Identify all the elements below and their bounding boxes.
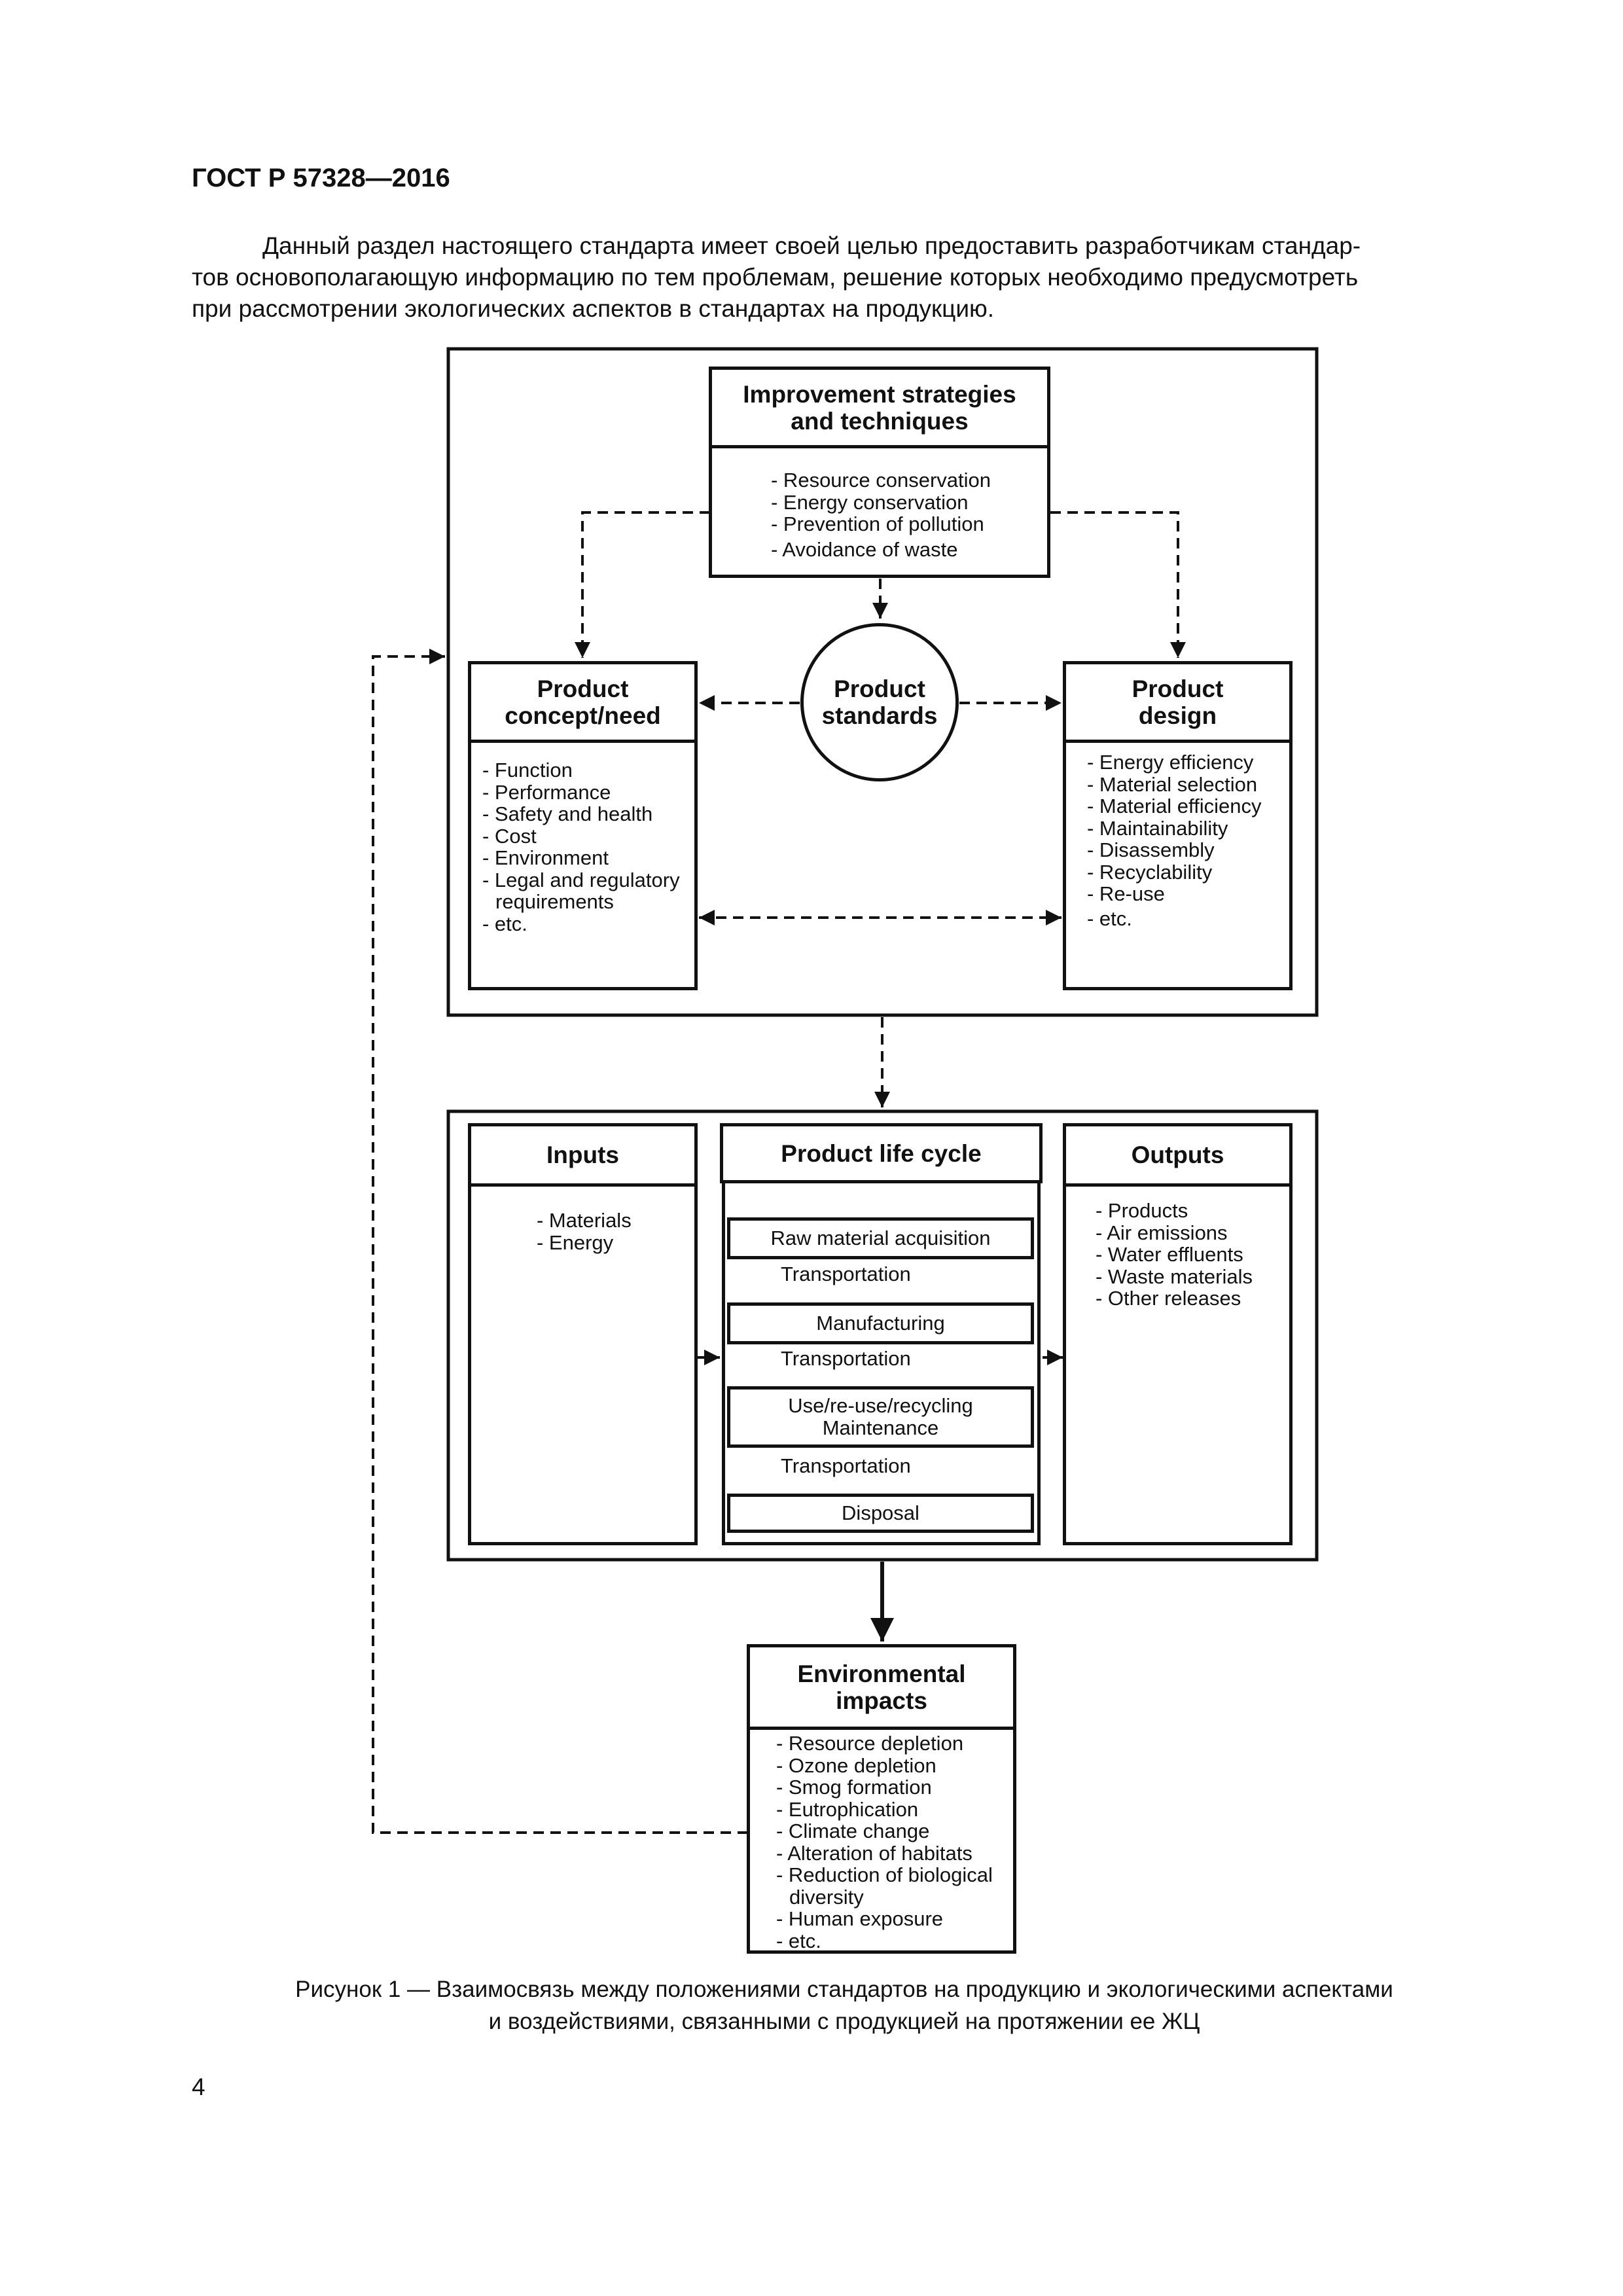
improvement-strategies-box: Improvement strategies and techniques - … xyxy=(709,367,1050,578)
outputs-list: - Products - Air emissions - Water efflu… xyxy=(1096,1200,1253,1310)
lifecycle-step-manufacturing: Manufacturing xyxy=(727,1302,1034,1344)
arrow-improvement-to-concept xyxy=(575,511,710,658)
design-title: Product design xyxy=(1066,664,1289,743)
intro-paragraph: Данный раздел настоящего стандарта имеет… xyxy=(192,230,1497,325)
feedback-loop-arrow xyxy=(372,649,748,1834)
improvement-title: Improvement strategies and techniques xyxy=(712,370,1047,448)
list-item: - Air emissions xyxy=(1096,1221,1228,1244)
arrow-improvement-to-design xyxy=(1050,511,1186,658)
caption-line: Рисунок 1 — Взаимосвязь между положениям… xyxy=(295,1977,1393,2002)
list-item: - Waste materials xyxy=(1096,1265,1253,1288)
lifecycle-title: Product life cycle xyxy=(781,1139,982,1167)
list-item: - Recyclability xyxy=(1087,860,1213,884)
intro-line: при рассмотрении экологических аспектов … xyxy=(192,295,995,322)
list-item: - Cost xyxy=(482,824,537,848)
impacts-list: - Resource depletion - Ozone depletion -… xyxy=(776,1732,1012,1952)
transportation-label: Transportation xyxy=(781,1263,911,1285)
list-item: - Reduction of biological diversity xyxy=(776,1863,993,1909)
list-item: - Ozone depletion xyxy=(776,1753,936,1777)
caption-line: и воздействиями, связанными с продукцией… xyxy=(488,2009,1200,2034)
list-item: - Energy conservation xyxy=(771,490,969,514)
list-item: - Prevention of pollution xyxy=(771,512,984,535)
list-item: - Materials xyxy=(537,1209,632,1232)
document-header: ГОСТ Р 57328—2016 xyxy=(192,164,450,192)
list-item: - Energy xyxy=(537,1230,614,1254)
lifecycle-body-frame xyxy=(722,1181,1041,1545)
list-item: - Energy efficiency xyxy=(1087,751,1254,774)
concept-title: Product concept/need xyxy=(471,664,694,743)
transportation-label: Transportation xyxy=(781,1454,911,1477)
lifecycle-step-disposal: Disposal xyxy=(727,1494,1034,1533)
page-number: 4 xyxy=(192,2073,205,2100)
list-item: - Water effluents xyxy=(1096,1243,1243,1266)
list-item: - Performance xyxy=(482,780,611,804)
list-item: - Avoidance of waste xyxy=(771,537,958,561)
list-item: - etc. xyxy=(482,912,527,935)
lifecycle-title-frame xyxy=(720,1123,1043,1183)
lifecycle-step-raw-material: Raw material acquisition xyxy=(727,1217,1034,1259)
transportation-label: Transportation xyxy=(781,1347,911,1370)
intro-line: Данный раздел настоящего стандарта имеет… xyxy=(262,232,1361,259)
list-item: - Safety and health xyxy=(482,802,653,825)
list-item: - Material selection xyxy=(1087,772,1258,796)
list-item: - Resource conservation xyxy=(771,469,991,492)
intro-line: тов основополагающую информацию по тем п… xyxy=(192,264,1359,291)
lower-frame xyxy=(446,1109,1319,1562)
list-item: - Climate change xyxy=(776,1820,930,1842)
inputs-list: - Materials - Energy xyxy=(537,1210,632,1253)
list-item: - Other releases xyxy=(1096,1287,1241,1310)
list-item: - Eutrophication xyxy=(776,1797,919,1821)
inputs-box: Inputs - Materials - Energy xyxy=(468,1123,698,1545)
environmental-impacts-box: Environmental impacts - Resource depleti… xyxy=(747,1644,1016,1954)
outputs-box: Outputs - Products - Air emissions - Wat… xyxy=(1063,1123,1293,1545)
product-standards-circle: Product standards xyxy=(800,623,959,781)
figure-caption: Рисунок 1 — Взаимосвязь между положениям… xyxy=(192,1973,1497,2037)
upper-frame xyxy=(446,347,1319,1017)
product-design-box: Product design - Energy efficiency - Mat… xyxy=(1063,661,1293,990)
list-item: - Resource depletion xyxy=(776,1732,964,1755)
list-item: - Re-use xyxy=(1087,882,1165,905)
list-item: - Products xyxy=(1096,1199,1188,1222)
concept-list: - Function - Performance - Safety and he… xyxy=(482,759,695,935)
list-item: - etc. xyxy=(1087,906,1132,930)
list-item: - Legal and regulatory requirements xyxy=(482,868,680,913)
list-item: - Smog formation xyxy=(776,1776,932,1799)
list-item: - Environment xyxy=(482,846,609,869)
list-item: - Human exposure xyxy=(776,1907,944,1930)
impacts-title: Environmental impacts xyxy=(750,1647,1013,1730)
list-item: - Material efficiency xyxy=(1087,795,1262,817)
list-item: - Alteration of habitats xyxy=(776,1841,972,1865)
product-concept-box: Product concept/need - Function - Perfor… xyxy=(468,661,698,990)
list-item: - etc. xyxy=(776,1929,821,1952)
inputs-title: Inputs xyxy=(471,1126,694,1187)
list-item: - Disassembly xyxy=(1087,838,1215,861)
list-item: - Maintainability xyxy=(1087,816,1228,840)
improvement-list: - Resource conservation - Energy conserv… xyxy=(771,469,991,560)
design-list: - Energy efficiency - Material selection… xyxy=(1087,751,1261,929)
outputs-title: Outputs xyxy=(1066,1126,1289,1187)
list-item: - Function xyxy=(482,759,573,781)
lifecycle-step-use-reuse: Use/re-use/recycling Maintenance xyxy=(727,1386,1034,1448)
